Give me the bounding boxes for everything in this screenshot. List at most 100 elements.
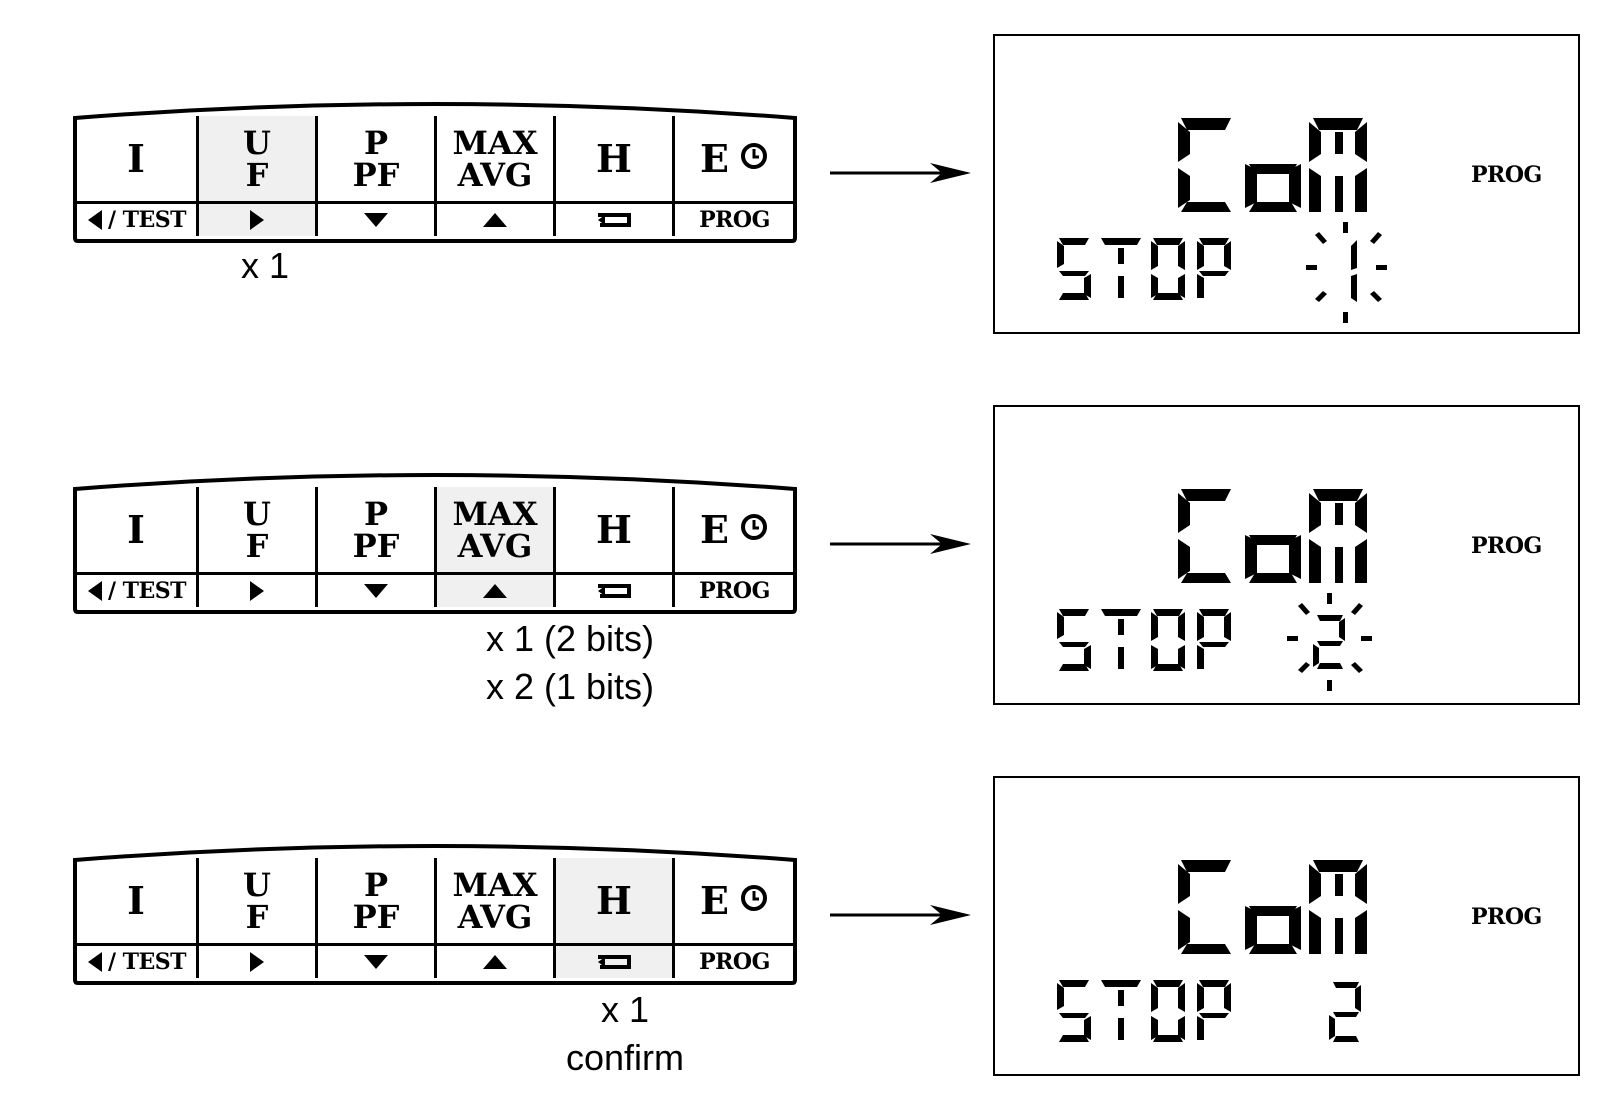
keypad-outline <box>73 473 797 614</box>
up-triangle-icon <box>483 213 507 227</box>
lcd-display: PROG <box>993 776 1580 1076</box>
prog-indicator: PROG <box>1471 533 1542 559</box>
key-prog[interactable]: PROG <box>675 575 794 607</box>
count-line: confirm <box>565 1037 685 1078</box>
key-uf[interactable]: U F <box>199 858 318 946</box>
key-e[interactable]: E <box>675 487 794 575</box>
key-max-avg-label: MAX AVG <box>452 865 538 936</box>
key-up[interactable] <box>437 204 556 236</box>
key-ppf[interactable]: P PF <box>318 116 437 204</box>
key-down[interactable] <box>318 946 437 978</box>
key-i-label: I <box>127 506 145 552</box>
arrow-right <box>830 163 971 183</box>
right-triangle-icon <box>250 210 264 230</box>
lcd-display: PROG <box>993 405 1580 705</box>
key-uf-label: U F <box>243 865 271 936</box>
count-line: x 1 <box>240 245 290 286</box>
key-ppf-label: P PF <box>352 865 400 936</box>
key-up[interactable] <box>437 575 556 607</box>
key-e-label: E <box>700 135 729 181</box>
key-uf[interactable]: U F <box>199 487 318 575</box>
left-triangle-icon <box>87 581 102 601</box>
down-triangle-icon <box>364 584 388 598</box>
clock-icon <box>739 883 769 918</box>
key-prog[interactable]: PROG <box>675 946 794 978</box>
key-left-test[interactable]: / TEST <box>76 575 199 607</box>
key-i-label: I <box>127 135 145 181</box>
keypad: I U F P PF MAX AVG H E / TEST PROG <box>72 98 798 244</box>
arrow-right <box>830 534 971 554</box>
key-i[interactable]: I <box>76 487 199 575</box>
enter-icon <box>598 955 631 969</box>
test-label: / TEST <box>107 578 187 604</box>
key-h-label: H <box>596 877 632 923</box>
right-triangle-icon <box>250 581 264 601</box>
key-ppf[interactable]: P PF <box>318 858 437 946</box>
key-ppf-label: P PF <box>352 494 400 565</box>
keypad: I U F P PF MAX AVG H E / TEST PROG <box>72 469 798 615</box>
count-line: x 2 (1 bits) <box>485 666 655 707</box>
key-up[interactable] <box>437 946 556 978</box>
right-triangle-icon <box>250 952 264 972</box>
clock-icon <box>739 141 769 176</box>
key-enter[interactable] <box>556 946 675 978</box>
key-prog[interactable]: PROG <box>675 204 794 236</box>
step-3: I U F P PF MAX AVG H E / TEST PROG x 1 c… <box>0 762 1600 1092</box>
press-count: x 1 <box>200 242 330 290</box>
prog-indicator: PROG <box>1471 904 1542 930</box>
test-label: / TEST <box>107 207 187 233</box>
prog-label: PROG <box>699 949 770 975</box>
up-triangle-icon <box>483 584 507 598</box>
key-max-avg[interactable]: MAX AVG <box>437 116 556 204</box>
clock-icon <box>739 512 769 547</box>
key-right[interactable] <box>199 204 318 236</box>
key-h[interactable]: H <box>556 487 675 575</box>
key-max-avg[interactable]: MAX AVG <box>437 858 556 946</box>
key-i[interactable]: I <box>76 116 199 204</box>
prog-label: PROG <box>699 207 770 233</box>
key-left-test[interactable]: / TEST <box>76 946 199 978</box>
key-enter[interactable] <box>556 204 675 236</box>
keypad-outline <box>73 102 797 243</box>
lcd-segments <box>1057 860 1367 1042</box>
step-1: I U F P PF MAX AVG H E / TEST PROG x 1 <box>0 20 1600 350</box>
key-uf[interactable]: U F <box>199 116 318 204</box>
prog-indicator: PROG <box>1471 162 1542 188</box>
keypad: I U F P PF MAX AVG H E / TEST PROG <box>72 840 798 986</box>
key-h[interactable]: H <box>556 858 675 946</box>
key-enter[interactable] <box>556 575 675 607</box>
lcd-segments <box>1057 489 1372 691</box>
key-e-label: E <box>700 506 729 552</box>
key-i[interactable]: I <box>76 858 199 946</box>
keypad-outline <box>73 844 797 985</box>
key-down[interactable] <box>318 204 437 236</box>
lcd-display: PROG <box>993 34 1580 334</box>
key-ppf-label: P PF <box>352 123 400 194</box>
key-ppf[interactable]: P PF <box>318 487 437 575</box>
key-h-label: H <box>596 506 632 552</box>
step-2: I U F P PF MAX AVG H E / TEST PROG x 1 (… <box>0 391 1600 721</box>
key-max-avg-label: MAX AVG <box>452 494 538 565</box>
enter-icon <box>598 213 631 227</box>
prog-label: PROG <box>699 578 770 604</box>
down-triangle-icon <box>364 955 388 969</box>
key-max-avg-label: MAX AVG <box>452 123 538 194</box>
key-h[interactable]: H <box>556 116 675 204</box>
enter-icon <box>598 584 631 598</box>
key-right[interactable] <box>199 575 318 607</box>
key-e[interactable]: E <box>675 116 794 204</box>
press-count: x 1 (2 bits) x 2 (1 bits) <box>420 615 720 711</box>
key-e-label: E <box>700 877 729 923</box>
up-triangle-icon <box>483 955 507 969</box>
key-uf-label: U F <box>243 123 271 194</box>
key-h-label: H <box>596 135 632 181</box>
key-max-avg[interactable]: MAX AVG <box>437 487 556 575</box>
down-triangle-icon <box>364 213 388 227</box>
key-e[interactable]: E <box>675 858 794 946</box>
key-down[interactable] <box>318 575 437 607</box>
key-i-label: I <box>127 877 145 923</box>
arrow-right <box>830 905 971 925</box>
count-line: x 1 (2 bits) <box>485 618 655 659</box>
key-right[interactable] <box>199 946 318 978</box>
key-left-test[interactable]: / TEST <box>76 204 199 236</box>
